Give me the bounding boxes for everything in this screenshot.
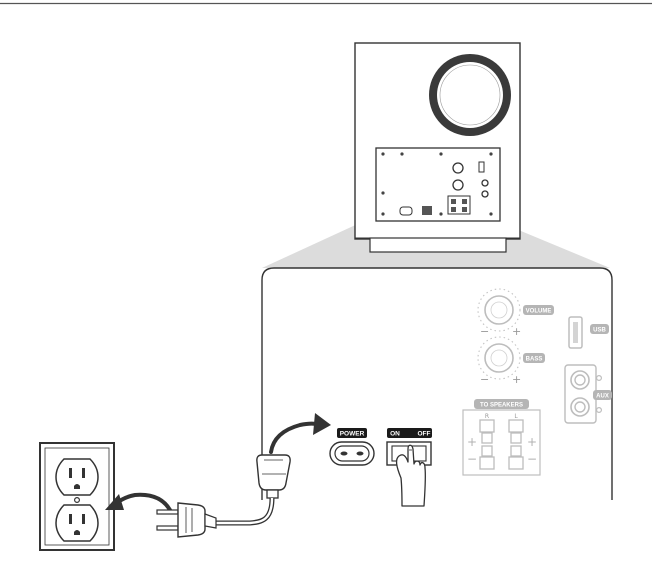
outlet-receptacle-upper [55,458,99,496]
panel-outline [261,267,613,500]
outlet-receptacle-lower [55,504,99,542]
off-label: OFF [418,430,431,437]
speakers-label-tag [474,399,529,409]
wall-plug-icon [156,502,217,538]
volume-label-tag [523,305,554,315]
usb-label-tag [590,324,609,334]
usb-label: USB [593,327,606,333]
volume-label: VOLUME [526,308,552,314]
plug-to-outlet-arrow [105,492,172,512]
svg-text:L: L [514,413,518,420]
volume-knob[interactable]: − + [477,288,521,338]
bass-label-tag [523,353,545,363]
power-label-tag [337,428,367,438]
on-off-label-tag [387,428,432,438]
bass-knob[interactable]: − + [477,336,521,386]
subwoofer-base [369,237,507,253]
usb-port-icon[interactable] [568,316,583,349]
svg-text:R: R [485,413,489,420]
svg-text:−: − [480,373,489,386]
svg-text:−: − [480,325,489,338]
power-cord-connector [256,454,291,499]
power-inlet[interactable] [329,441,375,466]
subwoofer-rear-view [354,42,521,253]
power-label: POWER [340,430,365,437]
on-label: ON [390,430,400,437]
bass-port-icon [429,54,511,136]
mini-amp-plate [375,147,501,222]
plug-to-inlet-arrow [269,413,331,454]
svg-text:+: + [512,325,521,338]
svg-text:+: + [527,435,537,449]
svg-text:+: + [512,373,521,386]
speaker-terminals[interactable]: R L + + − − [462,409,541,476]
enlarged-rear-panel: − + VOLUME − + BASS USB [215,267,613,526]
aux-label-tag [593,390,612,400]
aux-label: AUX [596,393,609,399]
svg-text:−: − [527,452,537,466]
svg-text:+: + [467,435,477,449]
svg-text:−: − [467,452,477,466]
bass-label: BASS [526,356,543,362]
speakers-label: TO SPEAKERS [480,402,523,408]
outlet-screw [73,497,80,504]
hand-pressing-switch-icon [395,444,427,507]
wall-outlet [39,442,115,551]
